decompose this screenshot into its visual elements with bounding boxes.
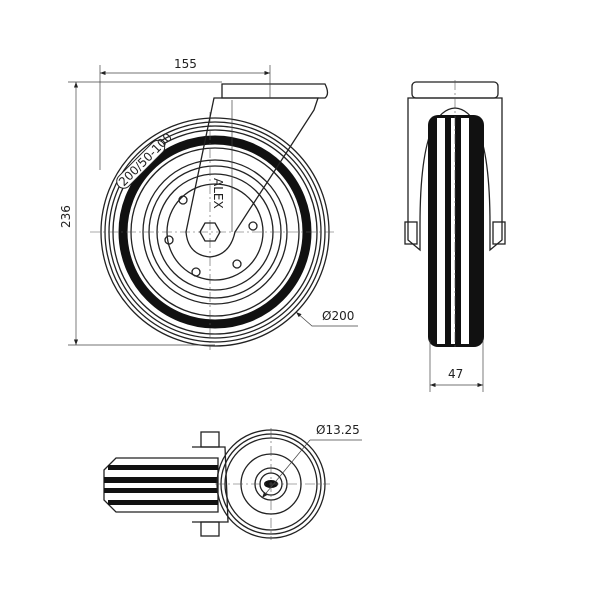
axle-nut-left [404,221,418,245]
dimension-47: 47 [429,340,484,392]
tire-marking: 200/50-100 [116,130,175,189]
axle-nut-right [492,221,506,245]
svg-text:236: 236 [59,205,73,228]
dimension-diameter-200: Ø200 [295,309,358,327]
dimension-155: 155 [99,57,271,170]
svg-text:Ø200: Ø200 [322,309,354,323]
rim-bolt-holes [164,195,258,277]
axle-nut [199,222,221,242]
svg-text:47: 47 [448,367,463,381]
top-view [103,428,330,540]
swivel-bracket [185,97,319,258]
dimension-bore-13-25: Ø13.25 [261,423,362,499]
axle-nut-bottom [200,521,220,537]
dimension-236: 236 [59,81,222,346]
front-view: ALEX 200/50-100 [90,83,335,350]
tire-side [428,115,484,347]
svg-text:Ø13.25: Ø13.25 [316,423,360,437]
top-plate [221,83,329,99]
svg-text:155: 155 [174,57,197,71]
bracket-logo: ALEX [211,178,225,209]
axle-nut-top [200,431,220,448]
svg-text:200/50-100: 200/50-100 [116,130,175,189]
side-view [404,80,506,350]
